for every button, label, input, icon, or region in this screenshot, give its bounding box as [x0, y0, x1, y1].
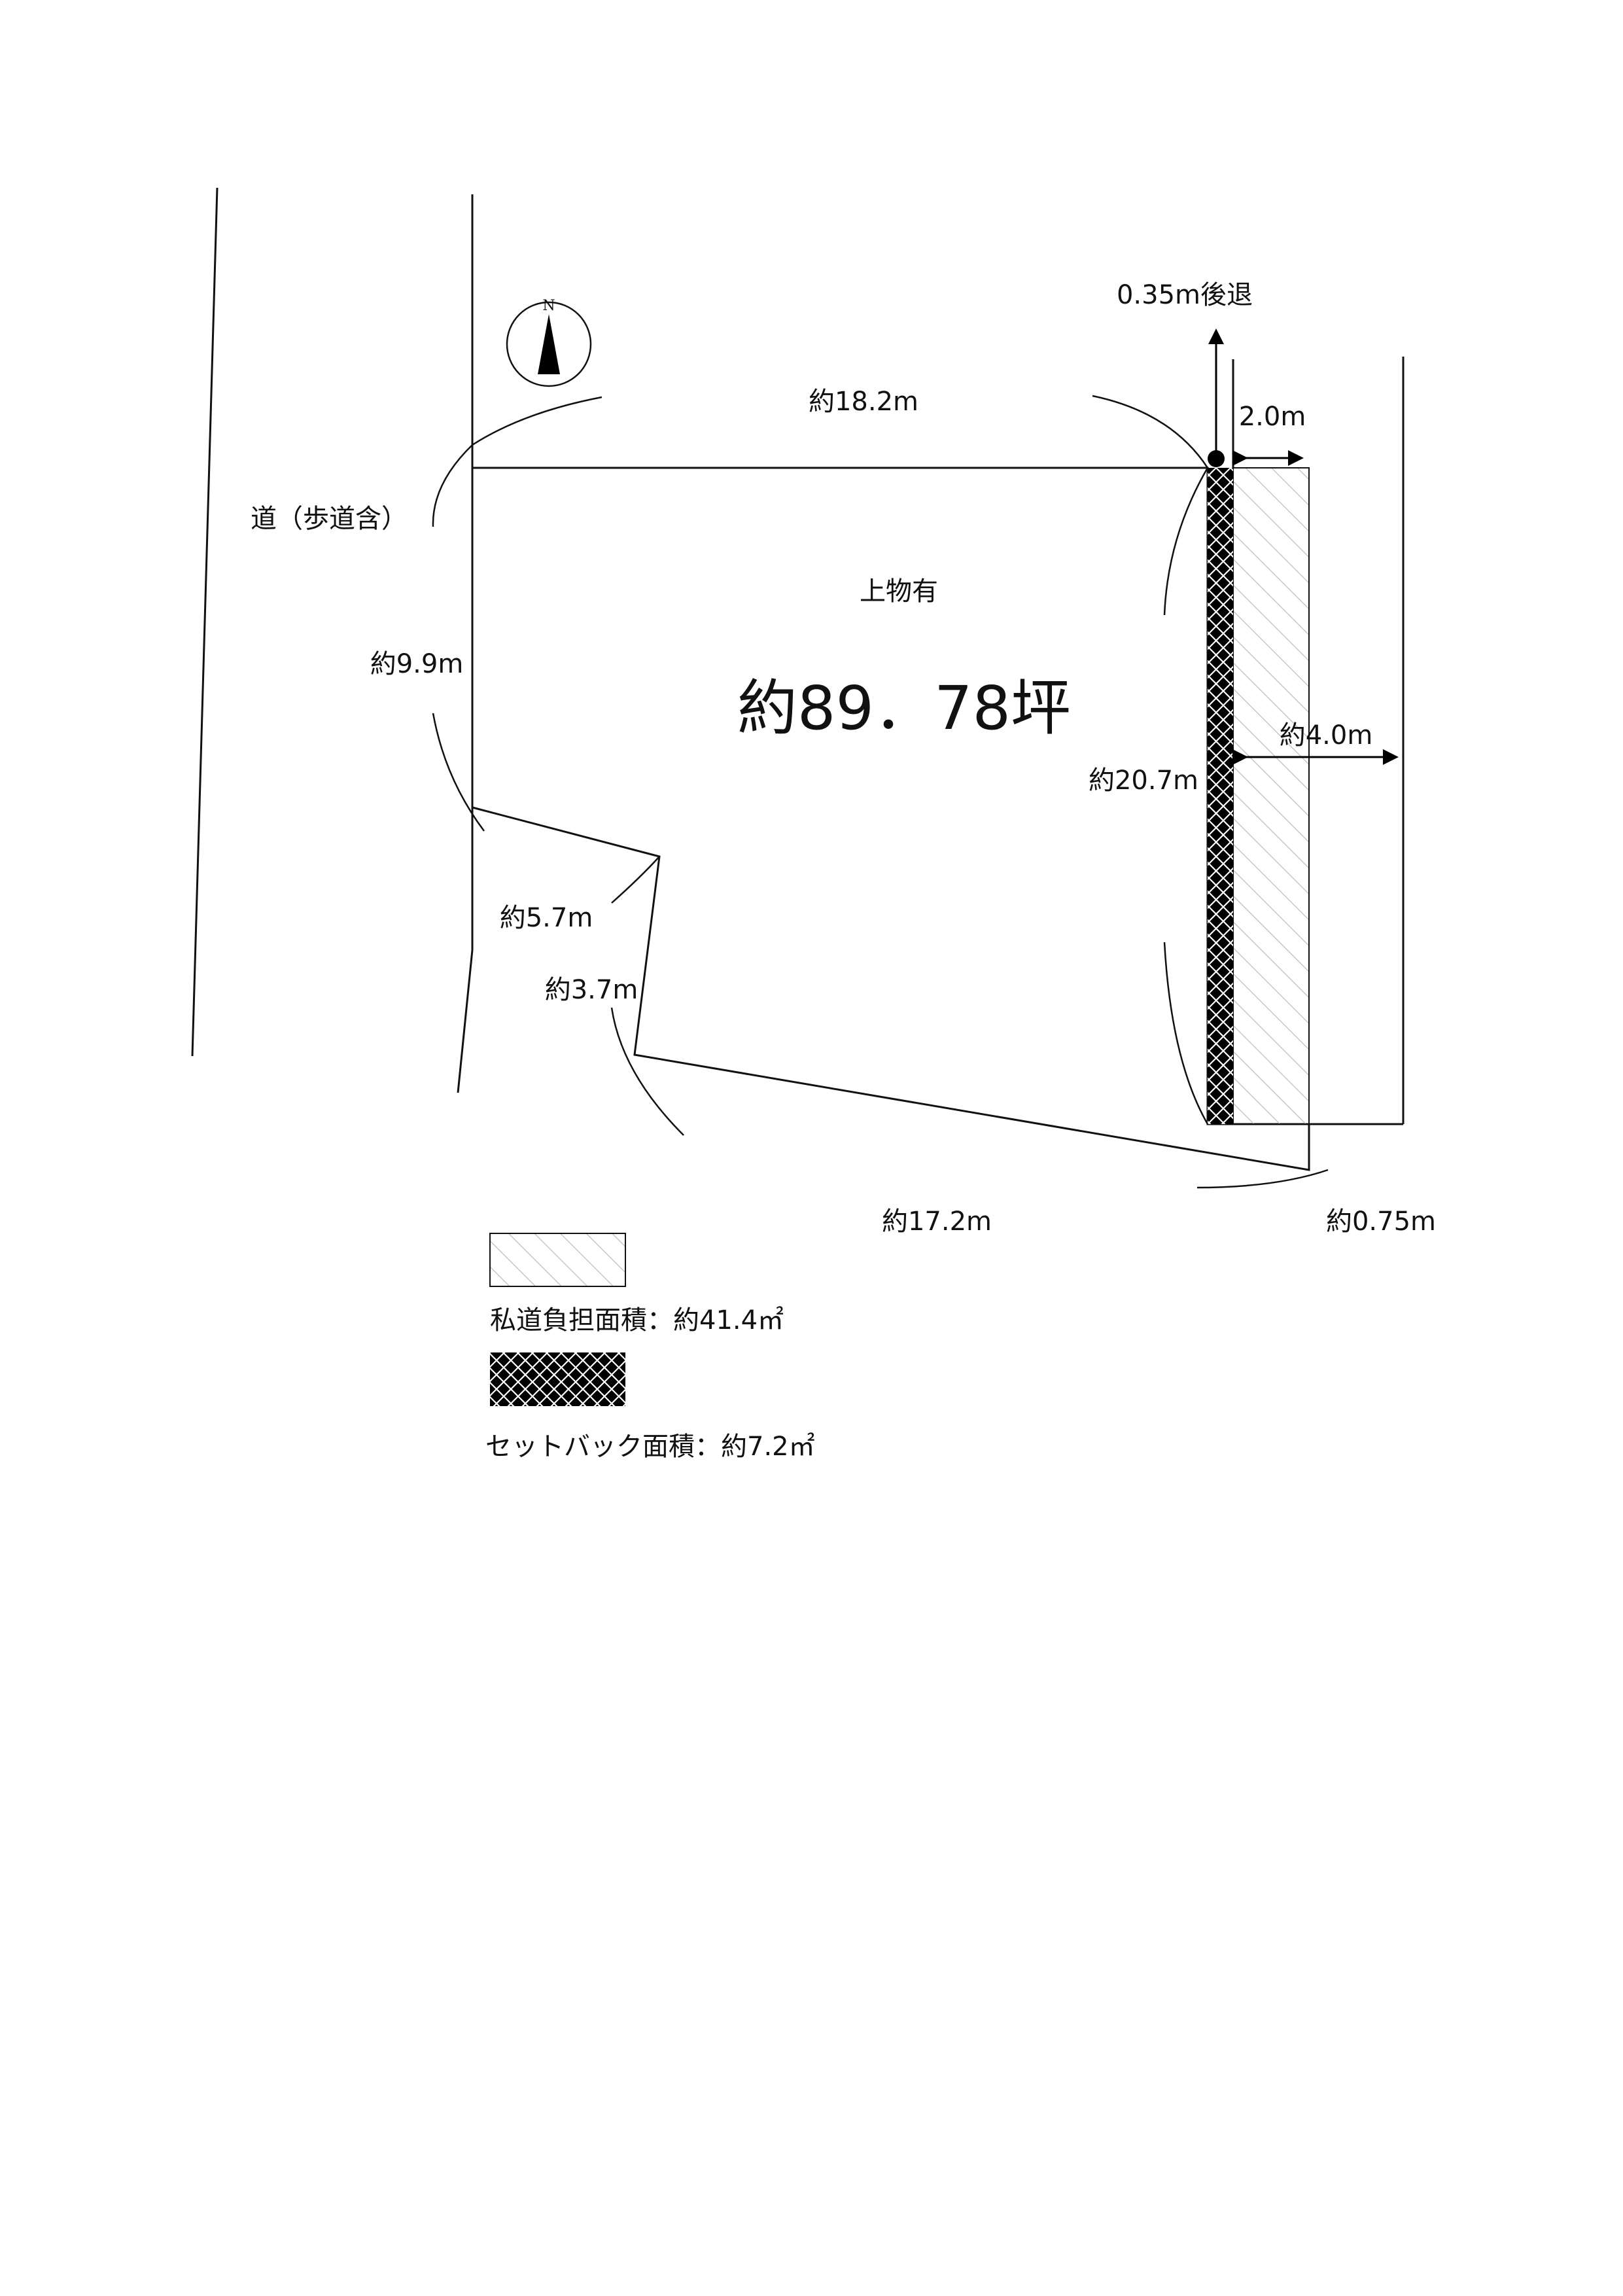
lot-left-line-lower	[457, 949, 474, 1093]
bottom-offset-label: 約0.75m	[1326, 1207, 1436, 1237]
legend-private-road-label: 私道負担面積：約41.4㎡	[490, 1305, 784, 1335]
legend-swatch-private-road	[489, 1233, 626, 1287]
setback-area	[1208, 468, 1233, 1124]
area-label: 約89．78坪	[737, 673, 1071, 743]
road-label: 道（歩道含）	[251, 504, 408, 534]
notch-top-label: 約5.7m	[500, 903, 593, 933]
setback-note: 0.35m後退	[1117, 280, 1253, 310]
north-arrow-icon	[538, 314, 560, 374]
road-outer-line	[191, 187, 218, 1057]
bottom-edge-label: 約17.2m	[882, 1207, 992, 1237]
left-edge-label: 約9.9m	[370, 649, 464, 679]
north-compass: N	[506, 298, 592, 387]
legend: 私道負担面積：約41.4㎡ セットバック面積：約7.2㎡	[485, 1233, 815, 1462]
notch-side-label: 約3.7m	[545, 975, 638, 1005]
right-edge-label: 約20.7m	[1089, 766, 1198, 796]
north-label: N	[542, 298, 555, 314]
private-road-area	[1232, 467, 1310, 1125]
building-label: 上物有	[860, 576, 938, 607]
legend-swatch-setback	[490, 1352, 625, 1406]
legend-setback-label: セットバック面積：約7.2㎡	[485, 1432, 815, 1462]
setback-arrow	[1208, 328, 1225, 467]
angle-arcs	[432, 395, 1329, 1189]
top-edge-label: 約18.2m	[809, 387, 918, 417]
private-road-width-label: 2.0m	[1239, 402, 1306, 432]
corner-point-icon	[1208, 450, 1225, 467]
road-width-label: 約4.0m	[1280, 720, 1373, 751]
